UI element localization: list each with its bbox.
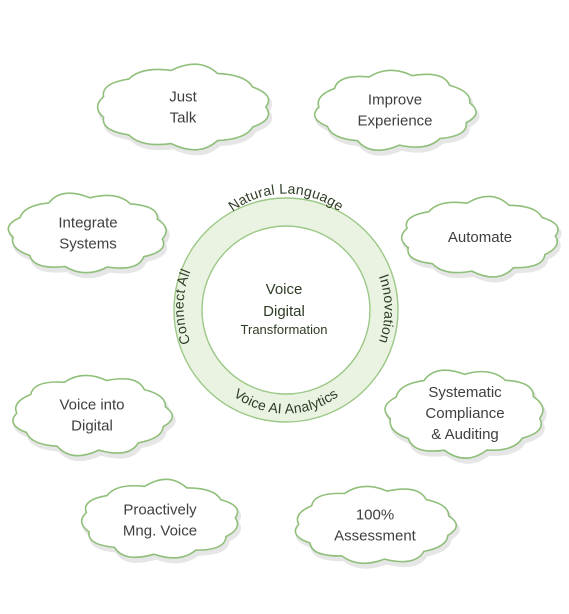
- cloud-shape: [80, 478, 239, 559]
- cloud-label-line: Systematic: [428, 384, 502, 401]
- cloud-100-assessment: 100% Assessment: [294, 485, 460, 569]
- cloud-shape: [400, 195, 559, 278]
- cloud-label-line: Mng. Voice: [123, 523, 197, 540]
- center-title-line2: Digital: [263, 303, 305, 320]
- cloud-shape: [96, 63, 270, 151]
- cloud-label-line: Assessment: [334, 528, 417, 545]
- ring-label-right: Innovation: [376, 272, 398, 346]
- cloud-label-line: Just: [169, 89, 197, 106]
- ring-inner-circle: [201, 225, 371, 395]
- cloud-label-line: Improve: [368, 92, 422, 109]
- cloud-label-line: Systems: [59, 236, 117, 253]
- center-ring: Natural Language Innovation Voice AI Ana…: [171, 181, 399, 423]
- cloud-label-line: Talk: [170, 110, 197, 127]
- cloud-shape: [12, 374, 174, 457]
- center-title-line1: Voice: [266, 281, 303, 298]
- cloud-label-line: Automate: [448, 229, 512, 246]
- cloud-label-line: Digital: [71, 418, 113, 435]
- cloud-label-line: 100%: [356, 507, 394, 524]
- cloud-label-line: Integrate: [58, 215, 117, 232]
- cloud-label-line: Proactively: [123, 502, 197, 519]
- cloud-label-line: Compliance: [425, 405, 504, 422]
- cloud-label-line: Voice into: [59, 397, 124, 414]
- cloud-label-line: Experience: [357, 113, 432, 130]
- cloud-shape: [313, 69, 477, 151]
- cloud-shape: [294, 485, 458, 564]
- cloud-label-line: & Auditing: [431, 426, 499, 443]
- center-title-line3: Transformation: [241, 322, 328, 337]
- cloud-automate: Automate: [400, 195, 562, 283]
- cloud-shape: [384, 369, 544, 459]
- cloud-shape: [7, 192, 167, 274]
